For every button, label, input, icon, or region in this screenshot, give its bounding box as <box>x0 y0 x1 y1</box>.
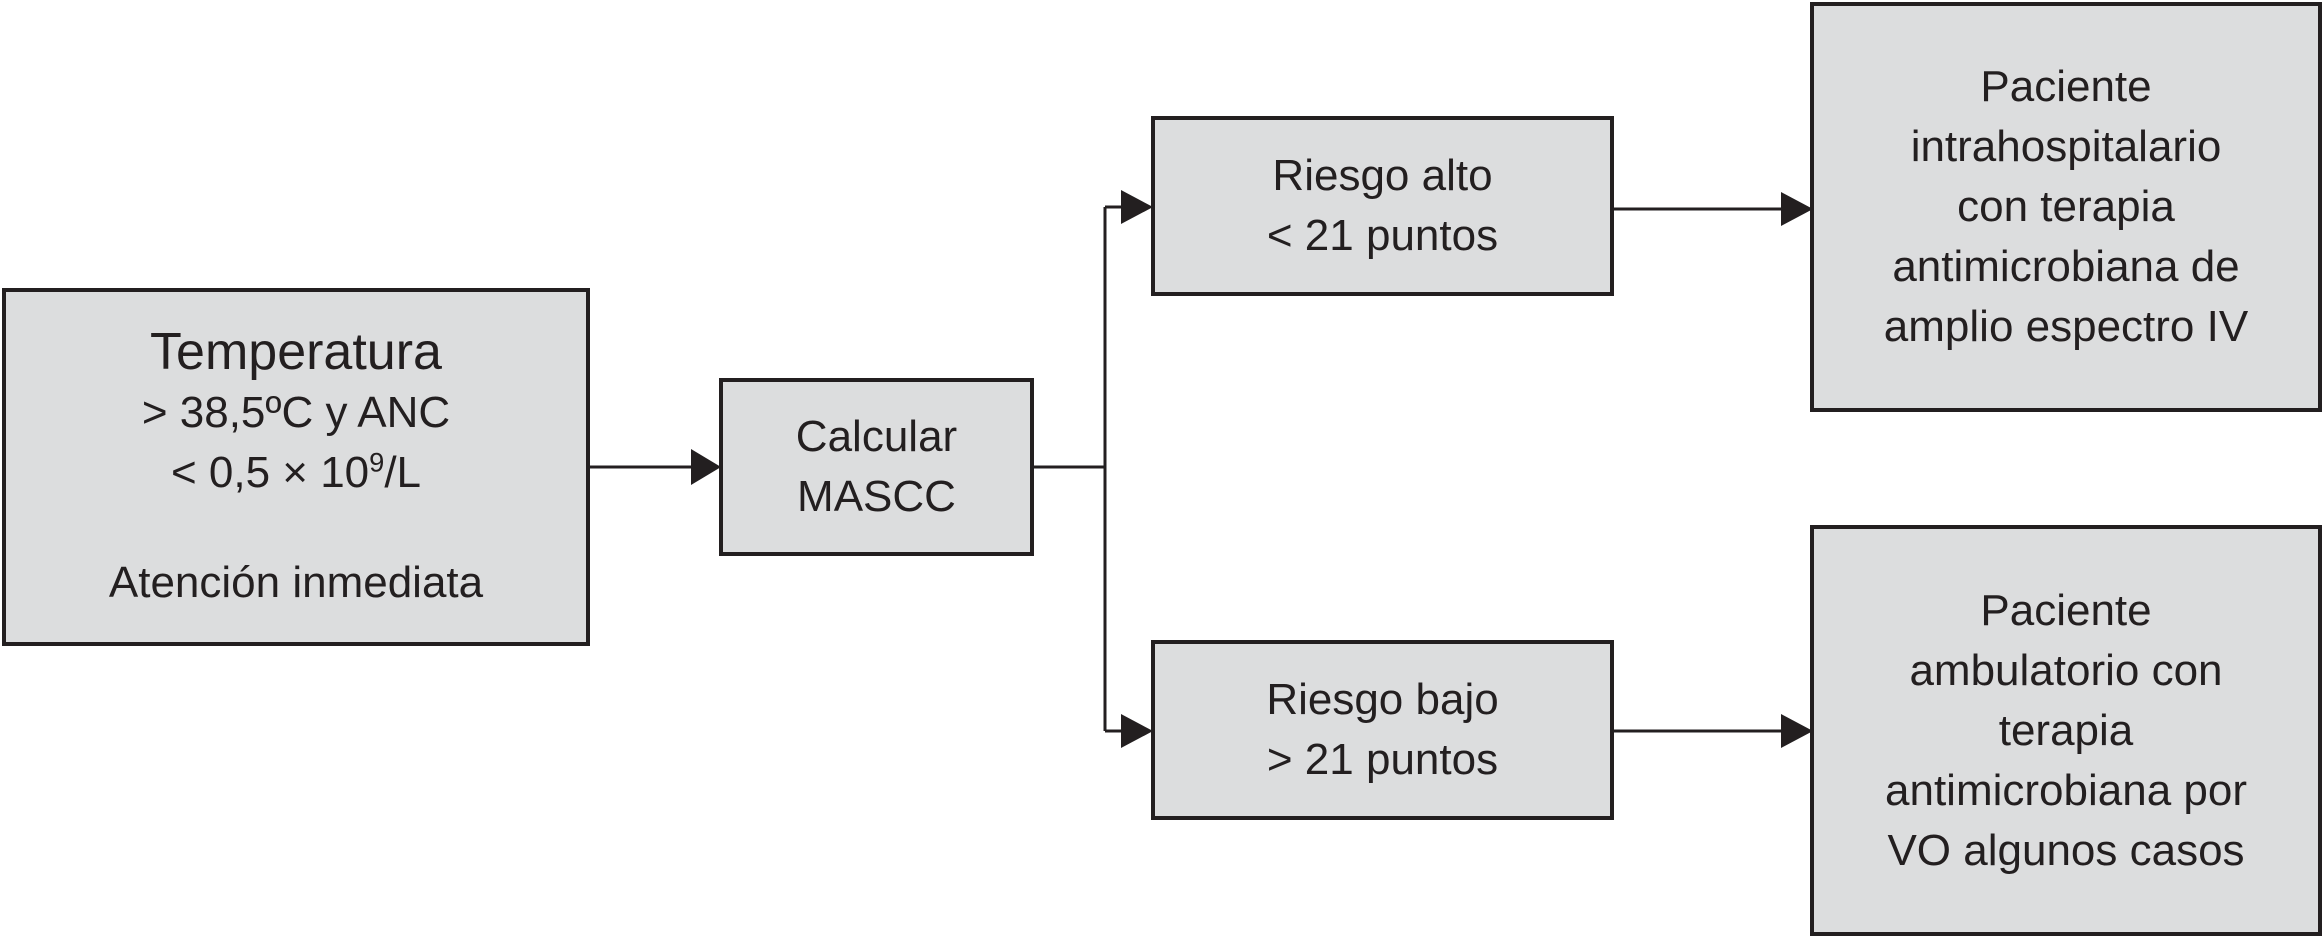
paciente-intra-line-2: intrahospitalario <box>1910 122 2222 171</box>
paciente-ambulatorio-line-4: antimicrobiana por <box>1885 765 2247 815</box>
arrowhead-to-paciente-ambulatorio <box>1781 714 1813 748</box>
temperatura-title: Temperatura <box>150 323 442 381</box>
temperatura-atencion: Atención inmediata <box>108 558 484 607</box>
paciente-intra-line-4: antimicrobiana de <box>1892 242 2240 291</box>
temperatura-condition: > 38,5ºC y ANC <box>141 388 451 437</box>
calcular-line-2: MASCC <box>797 472 956 521</box>
riesgo-bajo-line-1: Riesgo bajo <box>1266 675 1499 724</box>
box-riesgo-alto: Riesgo alto < 21 puntos <box>1151 116 1614 296</box>
box-calcular-mascc: Calcular MASCC <box>719 378 1034 556</box>
temperatura-anc-threshold: < 0,5 × 109/L <box>170 446 422 497</box>
box-paciente-ambulatorio: Paciente ambulatorio con terapia antimic… <box>1810 525 2322 936</box>
riesgo-alto-line-2: < 21 puntos <box>1266 211 1499 260</box>
riesgo-alto-line-1: Riesgo alto <box>1272 151 1493 200</box>
paciente-ambulatorio-line-1: Paciente <box>1980 585 2152 635</box>
arrowhead-to-riesgo-alto <box>1121 190 1153 224</box>
paciente-ambulatorio-line-3: terapia <box>1998 705 2134 755</box>
paciente-intra-line-5: amplio espectro IV <box>1883 302 2249 351</box>
box-paciente-intrahospitalario: Paciente intrahospitalario con terapia a… <box>1810 2 2322 412</box>
riesgo-bajo-line-2: > 21 puntos <box>1266 735 1499 784</box>
arrowhead-to-riesgo-bajo <box>1121 714 1153 748</box>
paciente-intra-line-3: con terapia <box>1957 182 2175 231</box>
box-temperatura: Temperatura > 38,5ºC y ANC < 0,5 × 109/L… <box>2 288 590 646</box>
paciente-intra-line-1: Paciente <box>1980 62 2152 111</box>
calcular-line-1: Calcular <box>795 412 958 461</box>
arrowhead-to-calcular <box>691 449 721 485</box>
paciente-ambulatorio-line-5: VO algunos casos <box>1887 825 2245 875</box>
box-riesgo-bajo: Riesgo bajo > 21 puntos <box>1151 640 1614 820</box>
paciente-ambulatorio-line-2: ambulatorio con <box>1909 645 2223 695</box>
arrowhead-to-paciente-intra <box>1781 192 1813 226</box>
